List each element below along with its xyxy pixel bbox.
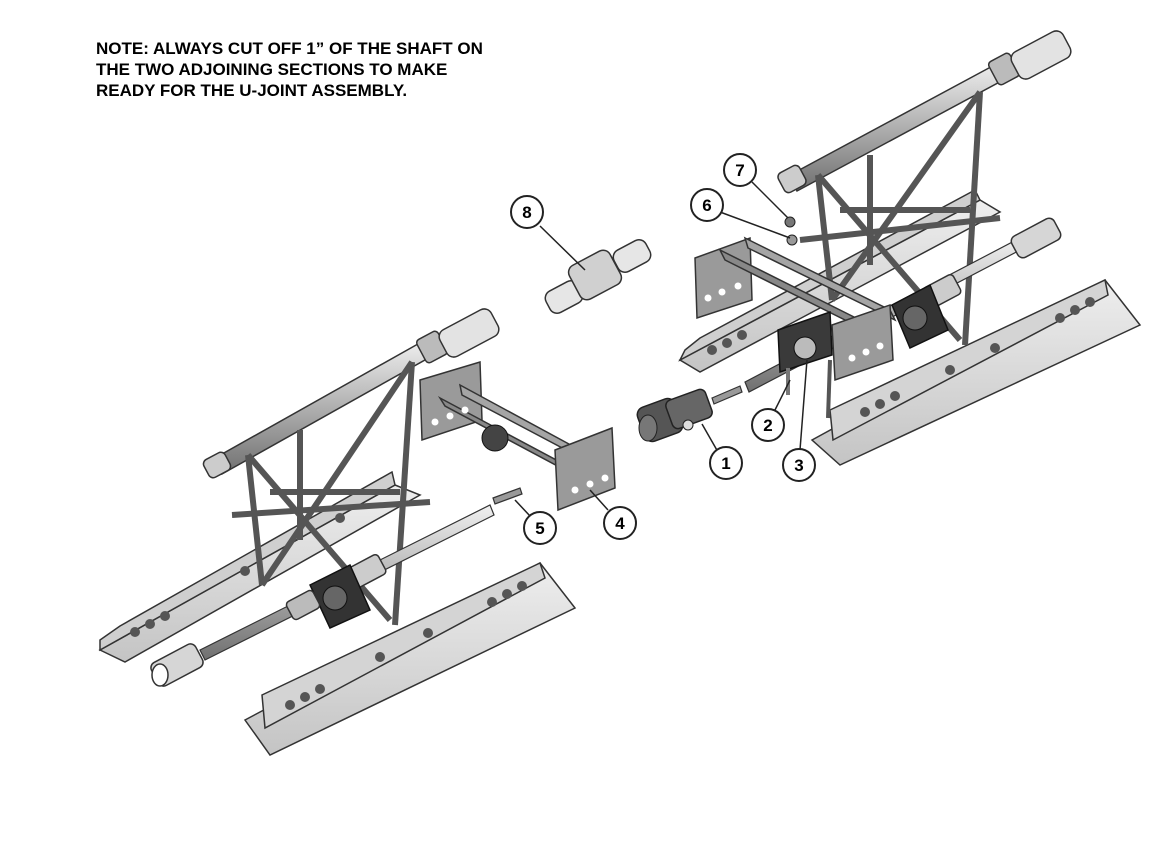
right-bearing-block (891, 283, 949, 350)
callout-2: 2 (751, 379, 791, 442)
left-top-tube (202, 308, 500, 479)
part-7-nut (784, 216, 798, 246)
callout-8-label: 8 (522, 203, 531, 222)
callout-4: 4 (589, 489, 637, 540)
callout-8: 8 (510, 195, 586, 271)
callout-5-label: 5 (535, 519, 544, 538)
callout-3-label: 3 (794, 456, 803, 475)
right-near-angle-rail (810, 278, 1142, 466)
part-8-coupler (544, 239, 652, 314)
part-2-key (711, 385, 743, 405)
right-truss-section (678, 30, 1142, 466)
part-6-bracket (694, 236, 897, 382)
note-line-3: READY FOR THE U-JOINT ASSEMBLY. (96, 81, 408, 100)
left-truss-section (98, 308, 577, 756)
note-line-1: NOTE: ALWAYS CUT OFF 1” OF THE SHAFT ON (96, 39, 483, 58)
callout-3: 3 (782, 359, 816, 482)
callout-1: 1 (701, 423, 743, 480)
callout-4-label: 4 (615, 514, 625, 533)
callout-7-label: 7 (735, 161, 744, 180)
callout-6-label: 6 (702, 196, 711, 215)
left-near-angle-rail (243, 561, 577, 756)
callout-2-label: 2 (763, 416, 772, 435)
left-truss-frame (231, 360, 431, 626)
part-1-u-joint (636, 388, 713, 443)
right-top-tube (777, 30, 1072, 194)
callout-7: 7 (723, 153, 789, 219)
part-5-key (492, 487, 523, 505)
callouts: 1 2 3 4 5 (510, 153, 816, 545)
part-3-pillow-block (777, 310, 833, 419)
left-bearing-block (285, 563, 371, 629)
part-4-bracket (419, 361, 616, 512)
assembly-note: NOTE: ALWAYS CUT OFF 1” OF THE SHAFT ON … (96, 38, 483, 101)
callout-6: 6 (690, 188, 791, 239)
note-line-2: THE TWO ADJOINING SECTIONS TO MAKE (96, 60, 448, 79)
callout-5: 5 (514, 499, 557, 545)
callout-1-label: 1 (721, 454, 730, 473)
